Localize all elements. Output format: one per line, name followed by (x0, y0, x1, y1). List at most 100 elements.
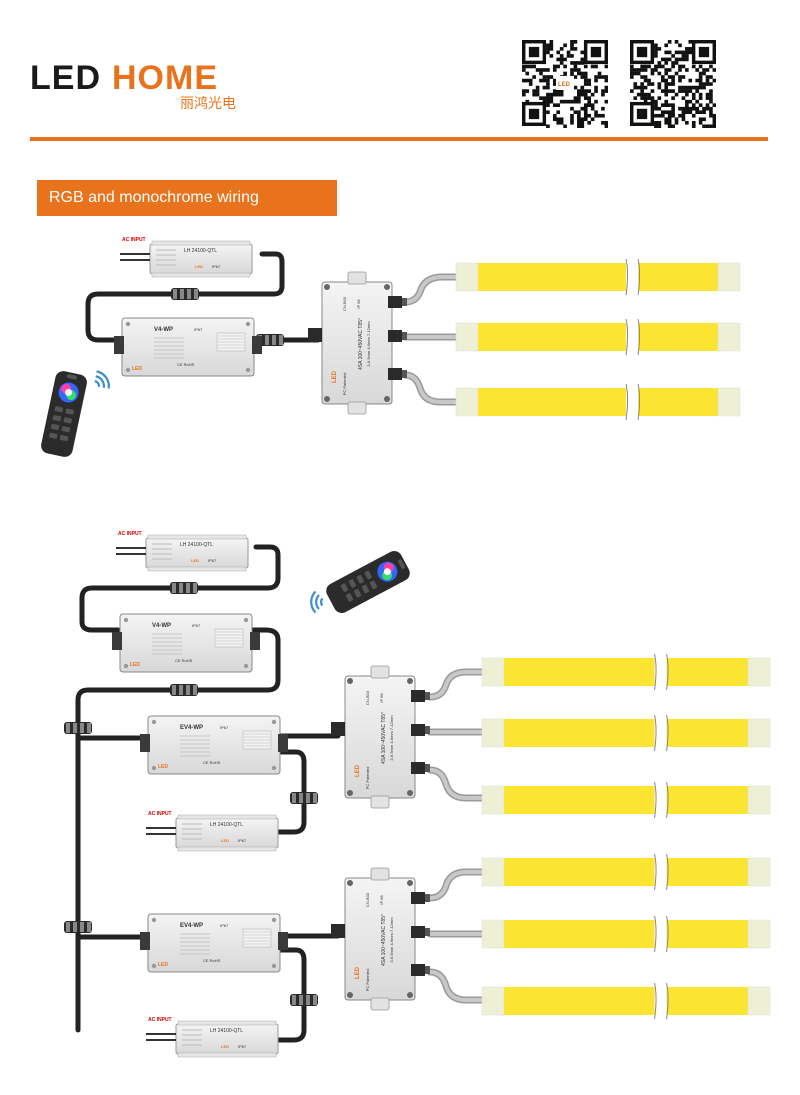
ac-input-label: AC INPUT (148, 811, 172, 817)
junction-box-3-cn: CN-B03 (365, 892, 370, 907)
remote-control-icon (326, 550, 410, 614)
junction-box-2-brand: LED (355, 764, 361, 777)
controller-v4-model: V4-WP (152, 623, 171, 629)
strip-cable-core (428, 870, 484, 900)
ac-input-label: AC INPUT (148, 1017, 172, 1023)
junction-box-1-brand: LED (332, 370, 338, 383)
junction-box-1: 4SA 100~450VAC T85°3-6.5mm 4-6mm 7-12mm C… (308, 271, 407, 415)
psu-ip-text: IP67 (208, 558, 217, 563)
amplifier-ev4-ip: IP67 (220, 725, 229, 730)
psu-model-text: LH 24100-QTL (184, 248, 217, 254)
logo-home-text: HOME (112, 59, 218, 97)
controller-v4-model: V4-WP (154, 327, 173, 333)
strip-cable-core (403, 275, 458, 304)
amplifier-ev4-brand: LED (158, 962, 168, 968)
amplifier-ev4-brand: LED (158, 764, 168, 770)
strip-cable-core (428, 768, 484, 800)
psu-brand-text: LED (191, 558, 199, 563)
power-supply: LH 24100-QTL IP67 LED AC INPUT (146, 1017, 279, 1058)
ac-input-label: AC INPUT (118, 531, 142, 537)
logo-chinese-text: 丽鸿光电 (180, 96, 236, 112)
led-strip (481, 653, 771, 691)
led-strip (455, 383, 741, 421)
amplifier-ev4-cert: CE RoHS (203, 760, 221, 765)
led-strip (481, 853, 771, 891)
led-strip (481, 781, 771, 819)
cable-connector (290, 994, 318, 1006)
cable-connector (64, 921, 92, 933)
qr-code-icon: LED (522, 40, 608, 128)
brand-logo: LED HOME 丽鸿光电 (30, 55, 250, 115)
junction-box-3-rating: 4SA 100~450VAC T85° (381, 914, 387, 966)
cable-connector (290, 792, 318, 804)
junction-box-1-material: PC Patented (342, 373, 347, 396)
cable-connector (170, 582, 198, 594)
junction-box-1-ip: IP 68 (356, 299, 361, 309)
junction-box-2: 4SA 100~450VAC T85°3-6.5mm 4-6mm 7-12mm C… (331, 665, 430, 809)
section-title: RGB and monochrome wiring installation (37, 180, 337, 242)
amplifier-ev4-cert: CE RoHS (203, 958, 221, 963)
strip-cable-core (428, 970, 484, 1002)
psu-ip-text: IP67 (238, 1044, 247, 1049)
junction-box-3-ip: IP 68 (379, 895, 384, 905)
power-supply: LH 24100-QTL IP67 LED AC INPUT (116, 531, 249, 572)
controller-v4-brand: LED (132, 366, 142, 372)
led-strip (481, 915, 771, 953)
amplifier-ev4-ip: IP67 (220, 923, 229, 928)
cable-connector (64, 722, 92, 734)
psu-ip-text: IP67 (238, 838, 247, 843)
controller-v4-brand: LED (130, 662, 140, 668)
power-supply: LH 24100-QTL IP67 LED AC INPUT (146, 811, 279, 852)
junction-box-3-brand: LED (355, 966, 361, 979)
junction-box-1-cn: CN-B03 (342, 296, 347, 311)
junction-box-3: 4SA 100~450VAC T85°3-6.5mm 4-6mm 7-12mm C… (331, 867, 430, 1011)
psu-brand-text: LED (221, 838, 229, 843)
junction-box-3-material: PC Patented (365, 969, 370, 992)
psu-model-text: LH 24100-QTL (210, 822, 243, 828)
led-strip (481, 982, 771, 1020)
logo-led-text: LED (30, 59, 101, 97)
qr-code-icon (630, 40, 716, 128)
junction-box-2-cable-spec: 3-6.5mm 4-6mm 7-12mm (389, 715, 394, 761)
psu-brand-text: LED (221, 1044, 229, 1049)
cable (75, 627, 281, 1033)
ac-input-label: AC INPUT (122, 237, 146, 243)
cable-connector (170, 684, 198, 696)
psu-model-text: LH 24100-QTL (210, 1028, 243, 1034)
strip-cable-core (428, 670, 484, 699)
cable-connector (171, 288, 199, 300)
junction-box-2-rating: 4SA 100~450VAC T85° (381, 712, 387, 764)
power-supply: LH 24100-QTL IP67 LED AC INPUT (120, 237, 253, 278)
controller-v4-ip: IP67 (192, 623, 201, 628)
psu-model-text: LH 24100-QTL (180, 542, 213, 548)
led-strip (481, 714, 771, 752)
junction-box-2-cn: CN-B03 (365, 690, 370, 705)
controller-v4-cert: CE RoHS (175, 658, 193, 663)
junction-box-2-material: PC Patented (365, 767, 370, 790)
orange-divider (30, 137, 768, 141)
header: LED HOME 丽鸿光电 LED (0, 0, 800, 150)
led-strip (455, 318, 741, 356)
junction-box-2-ip: IP 68 (379, 693, 384, 703)
controller-v4-ip: IP67 (194, 327, 203, 332)
junction-box-1-rating: 4SA 100~450VAC T85° (358, 318, 364, 370)
wifi-signal-icon (310, 590, 324, 614)
controller-v4-cert: CE RoHS (177, 362, 195, 367)
led-strip (455, 258, 741, 296)
remote-control-icon (41, 371, 87, 457)
qr-logo-text: LED (558, 82, 571, 88)
amplifier-ev4-model: EV4-WP (180, 725, 203, 731)
strip-cable-core (403, 373, 458, 404)
junction-box-1-cable-spec: 3-6.5mm 4-6mm 7-12mm (366, 321, 371, 367)
amplifier-ev4-model: EV4-WP (180, 923, 203, 929)
psu-brand-text: LED (195, 264, 203, 269)
junction-box-3-cable-spec: 3-6.5mm 4-6mm 7-12mm (389, 917, 394, 963)
wifi-signal-icon (94, 370, 110, 389)
psu-ip-text: IP67 (212, 264, 221, 269)
